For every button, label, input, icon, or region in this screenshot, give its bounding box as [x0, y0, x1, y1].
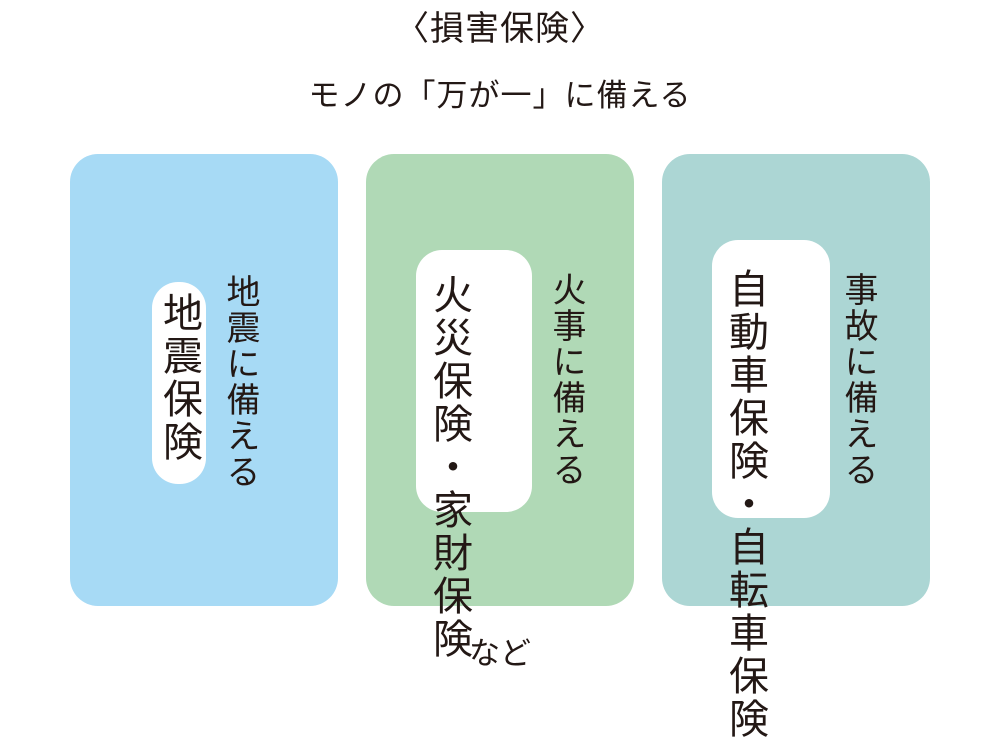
- insurance-chip: 自動車保険・自転車保険: [712, 240, 830, 741]
- panel-earthquake: 地震に備える 地震保険: [70, 154, 338, 606]
- insurance-name: 自動車保険・自転車保険: [722, 268, 768, 741]
- insurance-chip: 火災保険・家財保険: [416, 250, 532, 661]
- insurance-chip: 地震保険: [152, 282, 206, 484]
- insurance-name: 地震保険: [156, 292, 202, 464]
- panel-fire: 火事に備える 火災保険・家財保険: [366, 154, 634, 661]
- panel-caption: 地震に備える: [220, 274, 260, 490]
- insurance-name: 火災保険・家財保険: [426, 274, 472, 661]
- panel-caption: 事故に備える: [838, 272, 878, 488]
- panel-caption: 火事に備える: [546, 272, 586, 488]
- diagram-subtitle: モノの「万が一」に備える: [308, 78, 692, 114]
- diagram-title: 〈損害保険〉: [395, 9, 605, 49]
- panel-accident: 事故に備える 自動車保険・自転車保険: [662, 154, 930, 741]
- footer-note: など: [469, 636, 531, 672]
